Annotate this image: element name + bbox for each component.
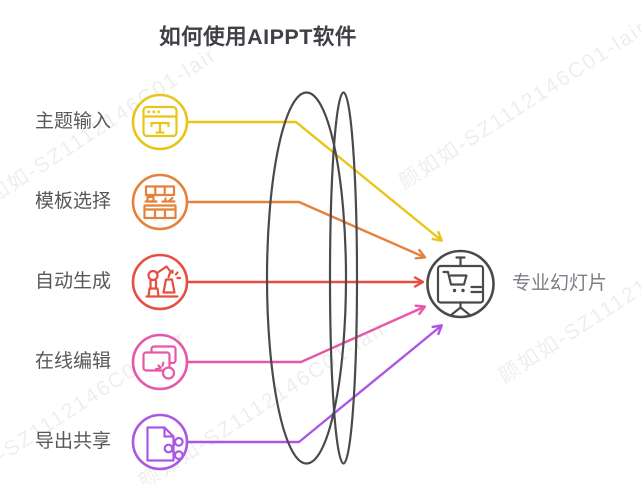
browser-theme-input-icon <box>131 93 189 151</box>
arrow-export-share <box>185 324 443 444</box>
step-label-auto-generate: 自动生成 <box>35 271 112 292</box>
robot-arm-icon <box>131 253 189 311</box>
step-label-export-share: 导出共享 <box>35 431 112 452</box>
arrow-online-edit <box>185 304 427 364</box>
presentation-board-icon <box>426 249 495 319</box>
lens-shape <box>265 91 359 465</box>
arrow-theme-input <box>185 120 443 242</box>
template-shelf-icon <box>131 173 189 231</box>
document-share-icon <box>131 413 189 471</box>
step-label-theme-input: 主题输入 <box>35 111 112 132</box>
arrow-template-select <box>185 200 427 260</box>
connector-arrows <box>185 120 443 444</box>
diagram-title: 如何使用AIPPT软件 <box>159 25 357 49</box>
step-label-online-edit: 在线编辑 <box>35 351 112 372</box>
result-label: 专业幻灯片 <box>512 273 608 294</box>
slides-edit-icon <box>131 333 189 391</box>
step-label-template-select: 模板选择 <box>35 191 112 212</box>
